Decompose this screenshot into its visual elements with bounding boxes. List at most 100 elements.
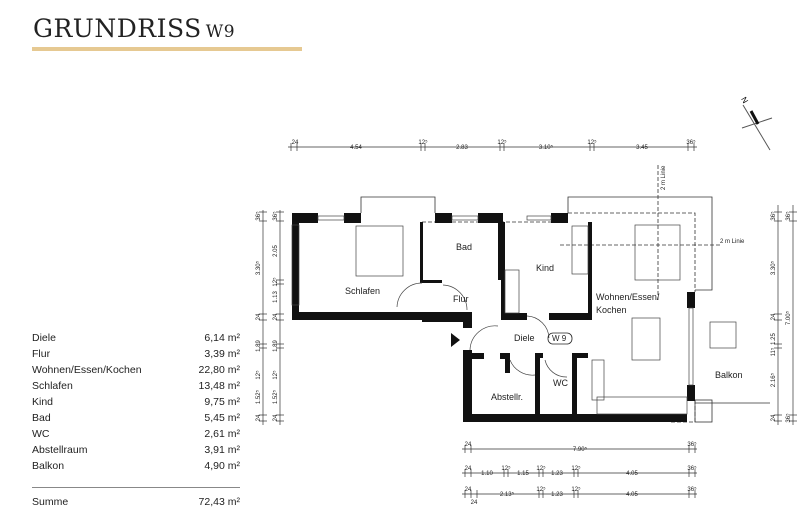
area-unit: m²	[227, 396, 240, 408]
dimension-label: 12⁵	[255, 370, 262, 380]
room-wohnen: Wohnen/Essen/	[596, 292, 660, 302]
total-unit: m²	[227, 496, 240, 508]
area-row: Kind 9,75 m²	[32, 394, 240, 410]
dimension-label: 3.10⁵	[539, 144, 554, 151]
dimension-label: 1.89	[256, 340, 262, 352]
unit-badge	[547, 332, 573, 345]
area-value: 5,45 m²	[204, 410, 240, 426]
room-balkon: Balkon	[715, 370, 743, 380]
dimension-label: 36⁵	[686, 139, 696, 146]
dimension-label: 24	[465, 487, 472, 493]
dimension-label: 1.10	[481, 471, 493, 477]
room-kind: Kind	[536, 263, 554, 273]
room-flur: Flur	[453, 294, 469, 304]
dimension-label: 24	[465, 442, 472, 448]
dimension-label: 12⁵	[571, 465, 581, 472]
area-number: 22,80	[198, 364, 225, 376]
area-room: Balkon	[32, 460, 65, 472]
dimension-label: 2.16⁵	[770, 372, 777, 387]
area-unit: m²	[227, 332, 240, 344]
two-m-line-vertical: 2 m Linie	[661, 165, 667, 190]
room-diele: Diele	[514, 333, 535, 343]
dimension-label: 24	[465, 466, 472, 472]
total-row: Summe 72,43 m²	[32, 494, 240, 510]
dimension-label: 1.25	[771, 333, 777, 345]
area-room: WC	[32, 428, 50, 440]
area-unit: m²	[227, 348, 240, 360]
room-kochen: Kochen	[596, 305, 627, 315]
dimension-lines: 244.5412⁵2.8312⁵3.10⁵12⁵3.4536⁵247.90⁵36…	[255, 139, 797, 506]
dimension-label: 24	[273, 414, 279, 421]
dimension-label: 36⁵	[687, 465, 697, 472]
dimension-label: 36⁵	[255, 211, 262, 221]
area-row: Wohnen/Essen/Kochen 22,80 m²	[32, 362, 240, 378]
dimension-label: 11⁵	[770, 347, 777, 356]
dimension-label: 36⁵	[785, 211, 792, 221]
dimension-label: 36⁵	[272, 211, 279, 221]
area-row: Bad 5,45 m²	[32, 410, 240, 426]
dimension-label: 24	[256, 414, 262, 421]
area-value: 4,90 m²	[204, 458, 240, 474]
area-value: 3,91 m²	[204, 442, 240, 458]
area-number: 6,14	[204, 332, 225, 344]
compass-icon: N	[739, 95, 773, 151]
entry-arrow-icon	[451, 333, 460, 347]
area-unit: m²	[227, 412, 240, 424]
area-number: 13,48	[198, 380, 225, 392]
area-room: Diele	[32, 332, 56, 344]
area-unit: m²	[227, 460, 240, 472]
dimension-label: 12⁵	[272, 370, 279, 380]
title-underline	[32, 47, 302, 51]
area-number: 5,45	[204, 412, 225, 424]
dimension-label: 3.30⁵	[255, 260, 262, 275]
dimension-label: 3.45	[636, 145, 648, 151]
dimension-label: 1.89	[273, 340, 279, 352]
total-number: 72,43	[198, 496, 225, 508]
dimension-label: 36⁵	[687, 486, 697, 493]
area-room: Kind	[32, 396, 54, 408]
room-abstell: Abstellr.	[491, 392, 523, 402]
dimension-label: 12⁵	[497, 139, 507, 146]
area-value: 13,48 m²	[199, 378, 240, 394]
dimension-label: 24	[771, 414, 777, 421]
room-wc: WC	[553, 378, 568, 388]
dimension-label: 4.05	[626, 471, 638, 477]
area-unit: m²	[227, 428, 240, 440]
dimension-label: 12⁵	[418, 139, 428, 146]
dimension-label: 12⁵	[536, 486, 546, 493]
area-room: Wohnen/Essen/Kochen	[32, 364, 142, 376]
dimension-label: 7.90⁵	[573, 446, 588, 453]
dimension-label: 1.15	[517, 471, 529, 477]
area-number: 3,39	[204, 348, 225, 360]
area-row: Diele 6,14 m²	[32, 330, 240, 346]
area-room: Abstellraum	[32, 444, 88, 456]
dimension-label: 3.30⁵	[770, 260, 777, 275]
room-labels: Schlafen Bad Flur Kind Wohnen/Essen/ Koc…	[345, 165, 745, 402]
walls	[292, 213, 695, 422]
dimension-label: 12⁵	[587, 139, 597, 146]
dimension-label: 24	[471, 500, 478, 506]
dimension-label: 1.23	[551, 492, 563, 498]
dimension-label: 24	[273, 313, 279, 320]
dimension-label: 1.23	[551, 471, 563, 477]
area-value: 3,39 m²	[204, 346, 240, 362]
total-label: Summe	[32, 496, 69, 508]
dimension-label: 24	[292, 140, 299, 146]
area-unit: m²	[227, 364, 240, 376]
dimension-label: 12⁵	[501, 465, 511, 472]
area-room: Bad	[32, 412, 51, 424]
title-text: GRUNDRISS	[33, 14, 202, 43]
area-value: 9,75 m²	[204, 394, 240, 410]
dimension-label: 36⁵	[770, 211, 777, 221]
unit-badge-label: W 9	[552, 334, 567, 343]
area-value: 6,14 m²	[204, 330, 240, 346]
room-schlafen: Schlafen	[345, 286, 380, 296]
dimension-label: 12⁵	[536, 465, 546, 472]
unit-label: W9	[205, 22, 236, 42]
area-unit: m²	[227, 380, 240, 392]
dimension-label: 2.13⁵	[500, 491, 515, 498]
area-value: 22,80 m²	[199, 362, 240, 378]
total-divider	[32, 487, 240, 488]
